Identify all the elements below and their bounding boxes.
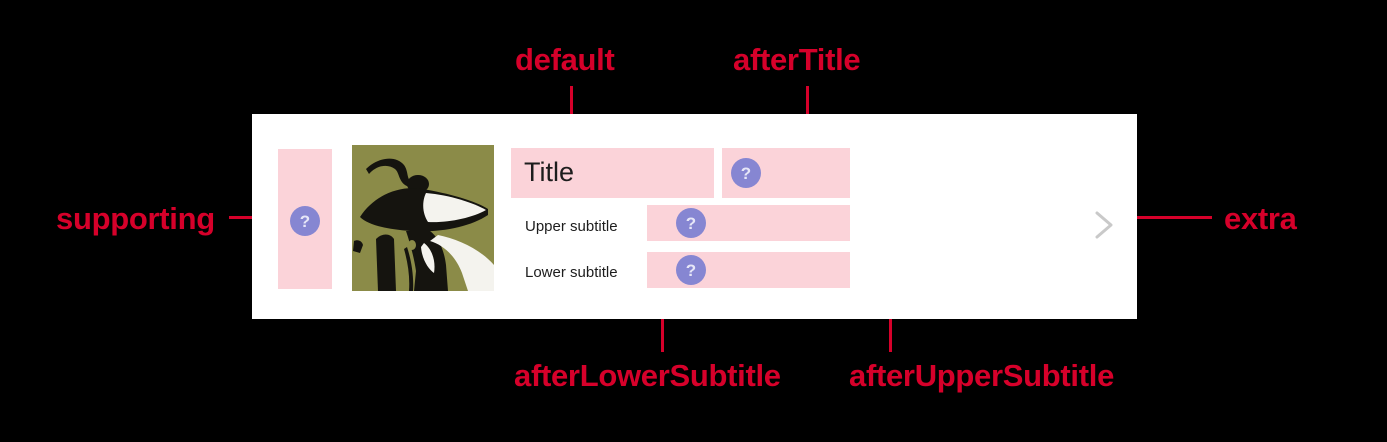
leader-line-after-lower-subtitle: [661, 286, 664, 352]
after-title-placeholder-badge[interactable]: ?: [731, 158, 761, 188]
after-upper-subtitle-placeholder-badge[interactable]: ?: [676, 208, 706, 238]
after-lower-subtitle-placeholder-badge[interactable]: ?: [676, 255, 706, 285]
chevron-right-icon-glyph: [1095, 211, 1113, 239]
annotation-label-supporting: supporting: [56, 201, 215, 236]
leader-line-extra: [1074, 216, 1212, 219]
supporting-placeholder-badge[interactable]: ?: [290, 206, 320, 236]
samurai-thumbnail-artwork: [352, 145, 494, 291]
chevron-right-icon[interactable]: [1084, 205, 1124, 245]
annotation-label-extra: extra: [1224, 201, 1297, 236]
list-item-card[interactable]: ?: [252, 114, 1137, 319]
annotation-label-after-lower-subtitle: afterLowerSubtitle: [514, 358, 781, 393]
annotation-label-after-upper-subtitle: afterUpperSubtitle: [849, 358, 1115, 393]
upper-subtitle-text: Upper subtitle: [525, 218, 618, 235]
lower-subtitle-text: Lower subtitle: [525, 264, 618, 281]
default-title-slot[interactable]: [511, 148, 714, 198]
annotation-label-default: default: [515, 42, 615, 77]
title-text: Title: [524, 157, 575, 187]
annotation-label-after-title: afterTitle: [733, 42, 861, 77]
samurai-thumbnail: [352, 145, 494, 291]
